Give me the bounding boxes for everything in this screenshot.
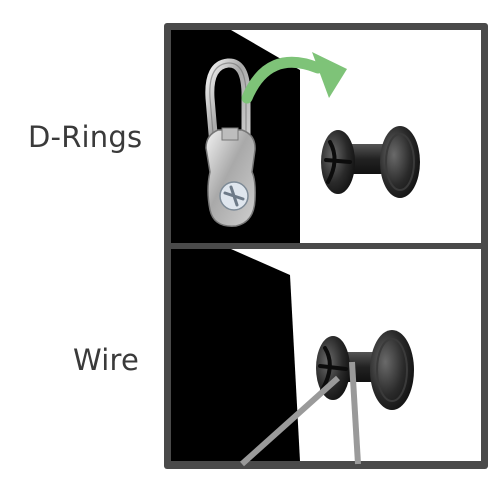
d-rings-label: D-Rings: [28, 120, 143, 154]
curved-arrow-icon: [241, 52, 347, 104]
wire-label: Wire: [73, 343, 140, 377]
binding-post-icon-top: [321, 126, 420, 198]
hanging-wire: [239, 361, 361, 467]
d-ring-icon: [205, 58, 256, 227]
board-bottom: [171, 249, 300, 461]
